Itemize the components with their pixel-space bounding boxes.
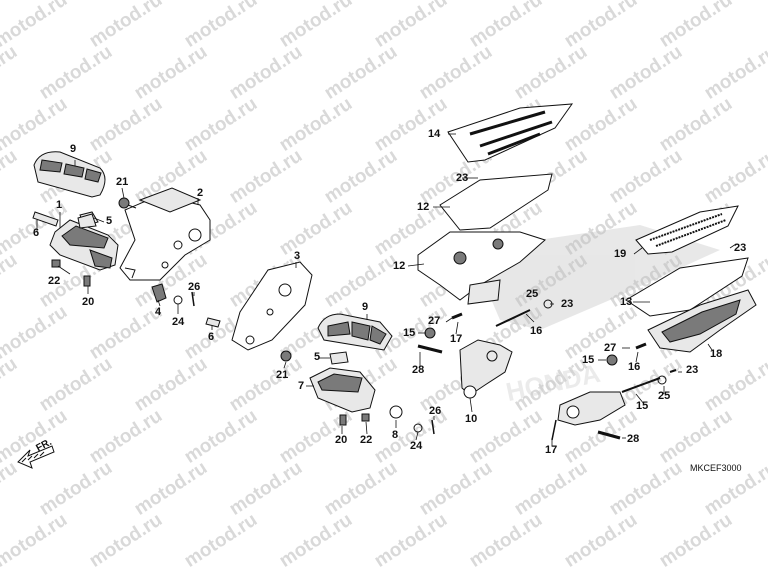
callout-10: 10 — [465, 413, 478, 425]
pin-15-mid — [495, 309, 531, 327]
nut-22-mid — [361, 413, 370, 422]
spring-5-mid — [329, 351, 349, 365]
grip-plate-12-upper — [439, 173, 553, 231]
nut-14-right — [606, 354, 618, 366]
callout-23-c: 23 — [734, 242, 747, 254]
rubber-pad-9-mid — [317, 313, 393, 351]
callout-12-upper: 12 — [417, 201, 430, 213]
callout-22-left: 22 — [48, 275, 61, 287]
footpeg-18 — [647, 289, 757, 353]
callout-27-mid: 27 — [428, 315, 441, 327]
collar-4-left — [151, 283, 167, 303]
callout-6-left: 6 — [33, 227, 40, 239]
callout-1: 1 — [56, 199, 63, 211]
footpeg-1-left — [49, 211, 119, 271]
bolt-20-left — [83, 275, 91, 287]
spring-27-right — [635, 342, 647, 350]
bracket-2 — [119, 187, 211, 281]
callout-23-d: 23 — [686, 364, 699, 376]
callout-2: 2 — [197, 187, 204, 199]
spring-5-left — [77, 213, 97, 229]
callout-16-right: 16 — [628, 361, 641, 373]
callout-24-mid: 24 — [410, 440, 423, 452]
footpeg-body-11 — [417, 231, 546, 305]
leader-lines — [36, 133, 737, 446]
front-direction-arrow — [17, 445, 55, 469]
callout-25-mid: 25 — [526, 288, 539, 300]
callout-20-mid: 20 — [335, 434, 348, 446]
callout-24-left: 24 — [172, 316, 185, 328]
callout-15-right: 15 — [636, 400, 649, 412]
callout-25-right: 25 — [658, 390, 671, 402]
nut-14-mid — [424, 327, 436, 339]
bolt-21-mid — [280, 350, 292, 362]
spring-27-mid — [451, 312, 463, 320]
callout-4: 4 — [155, 306, 162, 318]
callout-20-left: 20 — [82, 296, 95, 308]
clip-23-right — [669, 369, 677, 373]
callout-23-b: 23 — [561, 298, 574, 310]
cotter-26-left — [191, 291, 195, 307]
washer-24-mid — [413, 423, 423, 433]
bolt-20-mid — [339, 414, 347, 426]
callout-21-mid: 21 — [276, 369, 289, 381]
callout-16-mid: 17 — [450, 333, 463, 345]
callout-23-a: 23 — [456, 172, 469, 184]
cotter-26-mid — [431, 419, 435, 435]
callout-26-mid: 26 — [429, 405, 442, 417]
callout-28-right: 28 — [627, 433, 640, 445]
pin-15-right — [621, 377, 661, 393]
spring-8 — [389, 405, 403, 419]
pin-6-left — [32, 211, 59, 227]
callout-9-mid: 9 — [362, 301, 369, 313]
callout-17: 17 — [545, 444, 558, 456]
callout-6-mid: 6 — [208, 331, 215, 343]
callout-27-right: 27 — [604, 342, 617, 354]
callout-19: 19 — [614, 248, 627, 260]
callout-12-lower: 13 — [620, 296, 633, 308]
callout-28-mid: 28 — [412, 364, 425, 376]
callout-3: 3 — [294, 250, 301, 262]
bracket-3 — [231, 261, 313, 351]
callout-7: 7 — [298, 380, 305, 392]
callout-9-left: 9 — [70, 143, 77, 155]
callout-11: 12 — [393, 260, 406, 272]
callout-26-left: 26 — [188, 281, 201, 293]
washer-24-left — [173, 295, 183, 305]
nut-22-left — [51, 259, 61, 268]
callout-5-left: 5 — [106, 215, 113, 227]
grip-plate-12-lower — [625, 257, 749, 317]
callout-21-left: 21 — [116, 176, 129, 188]
bracket-10 — [459, 339, 513, 399]
footpeg-7 — [309, 367, 376, 413]
rubber-pad-9-left — [33, 151, 106, 198]
diagram-code: MKCEF3000 — [690, 463, 742, 473]
callout-13: 14 — [428, 128, 441, 140]
callout-14-right: 15 — [582, 354, 595, 366]
washer-25-right — [657, 375, 667, 385]
callout-14-mid: 15 — [403, 327, 416, 339]
callout-5-mid: 5 — [314, 351, 321, 363]
bolt-28-mid — [417, 344, 443, 354]
plate-13 — [447, 103, 574, 163]
bolt-28-right — [597, 430, 621, 440]
pin-6-mid — [205, 317, 221, 328]
callout-18: 18 — [710, 348, 723, 360]
plate-19 — [635, 205, 739, 255]
callout-8: 8 — [392, 429, 399, 441]
callout-15-mid: 16 — [530, 325, 543, 337]
bracket-17 — [551, 391, 626, 441]
callout-22-mid: 22 — [360, 434, 373, 446]
